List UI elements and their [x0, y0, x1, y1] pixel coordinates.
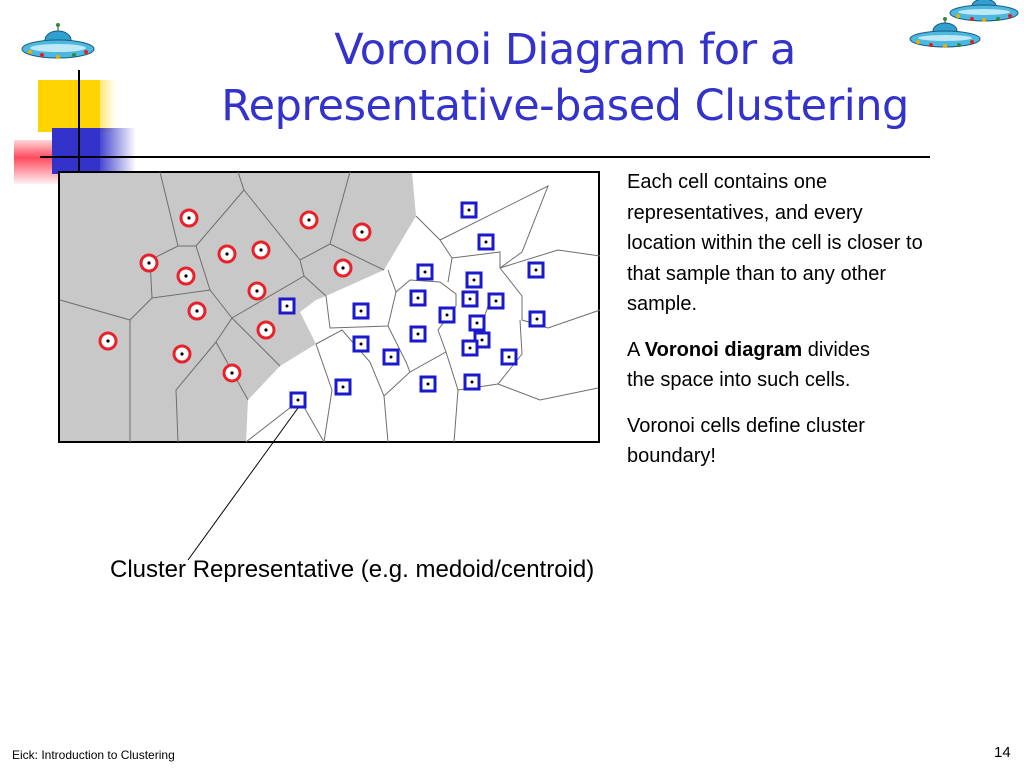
decor-yellow-fade — [86, 80, 116, 132]
gray-cluster-region — [60, 172, 416, 442]
page-number: 14 — [994, 744, 1011, 761]
circle-target-marker — [247, 281, 267, 301]
square-marker — [463, 373, 481, 391]
decor-vertical-line — [78, 70, 80, 178]
decor-blue-block — [52, 128, 100, 174]
square-marker — [460, 201, 478, 219]
circle-target-marker — [98, 331, 118, 351]
square-marker — [416, 263, 434, 281]
square-marker — [465, 271, 483, 289]
square-marker — [500, 348, 518, 366]
ufo-icon — [949, 0, 1019, 22]
square-marker — [382, 348, 400, 366]
circle-target-marker — [179, 208, 199, 228]
blue-square-markers — [278, 201, 546, 409]
square-marker — [438, 306, 456, 324]
square-marker — [352, 302, 370, 320]
footer-course-title: Eick: Introduction to Clustering — [12, 748, 175, 762]
voronoi-term: Voronoi diagram — [644, 338, 803, 361]
square-marker — [334, 378, 352, 396]
ufo-icon — [909, 17, 981, 48]
voronoi-prefix: A — [627, 338, 645, 361]
square-marker — [468, 314, 486, 332]
explanation-text: Each cell contains one representatives, … — [627, 167, 947, 487]
square-marker — [461, 339, 479, 357]
slide-title-line2: Representative-based Clustering — [221, 81, 909, 131]
circle-target-marker — [222, 363, 242, 383]
square-marker — [289, 391, 307, 409]
explanation-paragraph-1: Each cell contains one representatives, … — [627, 171, 923, 315]
callout-pointer-line — [187, 407, 299, 561]
explanation-paragraph-2: A Voronoi diagram divides the space into… — [627, 335, 897, 396]
voronoi-suffix: divides the space into such cells. — [627, 338, 871, 392]
explanation-paragraph-3: Voronoi cells define cluster boundary! — [627, 414, 865, 468]
circle-target-marker — [139, 253, 159, 273]
title-underline — [40, 156, 930, 158]
square-marker — [477, 233, 495, 251]
diagram-frame — [58, 171, 600, 443]
circle-target-marker — [172, 344, 192, 364]
circle-target-marker — [256, 320, 276, 340]
decor-blue-fade — [96, 128, 136, 174]
square-marker — [527, 261, 545, 279]
circle-target-marker — [251, 240, 271, 260]
square-marker — [419, 375, 437, 393]
slide-title-line1: Voronoi Diagram for a — [334, 25, 796, 75]
square-marker — [461, 290, 479, 308]
circle-target-marker — [187, 301, 207, 321]
red-circle-markers — [98, 208, 372, 383]
cluster-representative-caption: Cluster Representative (e.g. medoid/cent… — [110, 556, 595, 583]
circle-target-marker — [217, 244, 237, 264]
circle-target-marker — [299, 210, 319, 230]
circle-target-marker — [333, 258, 353, 278]
square-marker — [352, 335, 370, 353]
slide-title: Voronoi Diagram for a Representative-bas… — [150, 22, 980, 134]
square-marker — [278, 297, 296, 315]
circle-target-marker — [176, 266, 196, 286]
circle-target-marker — [352, 222, 372, 242]
ufo-icon — [21, 23, 95, 59]
square-marker — [528, 310, 546, 328]
square-marker — [409, 325, 427, 343]
square-marker — [409, 289, 427, 307]
square-marker — [487, 292, 505, 310]
